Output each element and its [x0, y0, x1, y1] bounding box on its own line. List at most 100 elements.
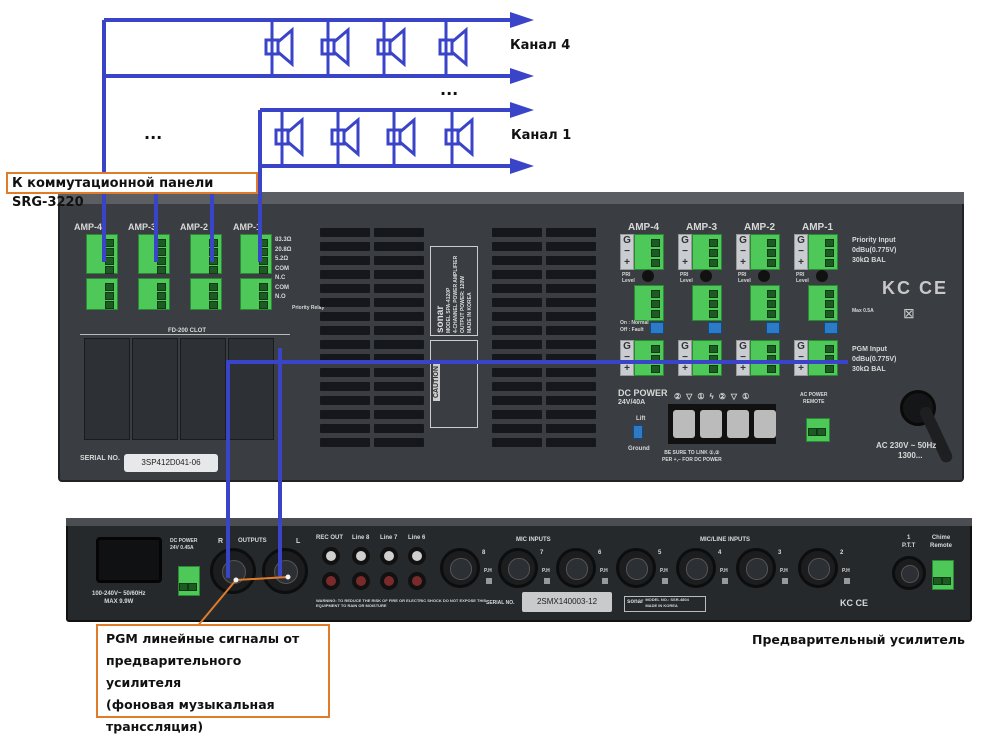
- pri-level-knob[interactable]: [816, 270, 828, 282]
- vent-slot: [374, 424, 424, 433]
- xlr-pin-right: [233, 577, 239, 583]
- channels-ellipsis-left: ...: [144, 124, 163, 143]
- relay-terminal-amp4[interactable]: [86, 278, 118, 310]
- priority-input-terminal[interactable]: [808, 234, 838, 270]
- pgm-input-terminal[interactable]: [808, 340, 838, 376]
- pri-level-knob[interactable]: [700, 270, 712, 282]
- bus-arrow-1: [510, 68, 534, 84]
- fd-slot-cover-2: [132, 338, 178, 440]
- rca-jack-white[interactable]: [408, 547, 426, 565]
- rca-jack-red[interactable]: [322, 572, 340, 590]
- mic-line-input-xlr[interactable]: [676, 548, 716, 588]
- priority-input-terminal[interactable]: [750, 234, 780, 270]
- rca-jack-white[interactable]: [352, 547, 370, 565]
- priority-input-terminal[interactable]: [692, 234, 722, 270]
- priority-input-spec: Priority Input 0dBu(0.775V) 30kΩ BAL: [852, 237, 897, 264]
- serial-number-plate: 3SP412D041-06: [124, 454, 218, 472]
- output-terminal[interactable]: [750, 285, 780, 321]
- pgm-input-terminal[interactable]: [750, 340, 780, 376]
- switching-panel-label: К коммутационной панели SRG-3220: [6, 172, 258, 210]
- speaker-icon: [376, 20, 406, 76]
- vent-slot: [374, 382, 424, 391]
- vent-slot: [546, 396, 596, 405]
- left-amp4-label: AMP-4: [74, 222, 103, 232]
- weee-bin-icon: ⊠: [903, 305, 915, 321]
- pgm-leader-line: [235, 576, 289, 581]
- fault-dip-switch[interactable]: [650, 322, 664, 334]
- vent-slot: [374, 284, 424, 293]
- ground-label: Ground: [628, 446, 650, 452]
- ground-lift-switch[interactable]: [633, 425, 643, 439]
- vent-slot: [546, 354, 596, 363]
- rca-jack-red[interactable]: [352, 572, 370, 590]
- priority-input-terminal[interactable]: [634, 234, 664, 270]
- bus-arrow-3: [510, 158, 534, 174]
- output-terminal[interactable]: [808, 285, 838, 321]
- chime-remote-terminal[interactable]: [932, 560, 954, 590]
- kc-ce-marks: KC CE: [882, 278, 949, 298]
- xlr-pin-left: [285, 574, 291, 580]
- rca-jack-red[interactable]: [380, 572, 398, 590]
- speaker-icon: [320, 20, 350, 76]
- pri-level-knob[interactable]: [642, 270, 654, 282]
- vent-slot: [546, 438, 596, 447]
- dc-screw-terminal-4[interactable]: [754, 410, 776, 438]
- pgm-input-terminal[interactable]: [692, 340, 722, 376]
- xlr-output-left[interactable]: [262, 548, 308, 594]
- fault-dip-switch[interactable]: [708, 322, 722, 334]
- relay-terminal-amp1[interactable]: [240, 278, 272, 310]
- relay-terminal-amp3[interactable]: [138, 278, 170, 310]
- vent-slot: [374, 354, 424, 363]
- mic-line-input-xlr[interactable]: [616, 548, 656, 588]
- vent-slot: [492, 228, 542, 237]
- phantom-led: [486, 578, 492, 584]
- dc-screw-terminal-1[interactable]: [673, 410, 695, 438]
- pgm-input-spec: PGM Input 0dBu(0.775V) 30kΩ BAL: [852, 346, 897, 373]
- rca-jack-red[interactable]: [408, 572, 426, 590]
- output-terminal[interactable]: [692, 285, 722, 321]
- pri-level-knob[interactable]: [758, 270, 770, 282]
- ground-marker-block: G−+: [794, 340, 808, 376]
- dc-screw-terminal-3[interactable]: [727, 410, 749, 438]
- mic-line-input-xlr[interactable]: [798, 548, 838, 588]
- iec-power-inlet[interactable]: [96, 537, 162, 583]
- rca-jack-white[interactable]: [322, 547, 340, 565]
- line7-label: Line 7: [380, 535, 398, 541]
- preamp-dc-terminal[interactable]: [178, 566, 200, 596]
- left-amp1-label: AMP-1: [233, 222, 262, 232]
- speaker-terminal-amp1[interactable]: [240, 234, 272, 274]
- fault-dip-switch[interactable]: [766, 322, 780, 334]
- line6-label: Line 6: [408, 535, 426, 541]
- vent-slot: [546, 228, 596, 237]
- vent-slot: [546, 410, 596, 419]
- output-terminal[interactable]: [634, 285, 664, 321]
- vent-slot: [492, 284, 542, 293]
- dc-screw-terminal-2[interactable]: [700, 410, 722, 438]
- input-number: 5: [658, 550, 662, 556]
- dc-power-label: DC POWER 24V/40A: [618, 388, 668, 406]
- ac-remote-terminal[interactable]: [806, 418, 830, 442]
- mic-input-xlr[interactable]: [556, 548, 596, 588]
- phantom-label: P.H: [542, 568, 550, 574]
- vent-slot: [492, 242, 542, 251]
- vent-slot: [492, 298, 542, 307]
- ptt-din-connector[interactable]: [892, 556, 926, 590]
- rca-jack-white[interactable]: [380, 547, 398, 565]
- phantom-label: P.H: [720, 568, 728, 574]
- mic-input-xlr[interactable]: [498, 548, 538, 588]
- vent-slot: [320, 312, 370, 321]
- vent-slot: [374, 242, 424, 251]
- mic-line-input-xlr[interactable]: [736, 548, 776, 588]
- vent-slot: [546, 326, 596, 335]
- vent-slot: [374, 368, 424, 377]
- preamp-dc-power-label: DC POWER 24V 0.45A: [170, 538, 198, 551]
- mic-input-xlr[interactable]: [440, 548, 480, 588]
- relay-terminal-amp2[interactable]: [190, 278, 222, 310]
- vent-slot: [546, 284, 596, 293]
- speaker-icon: [330, 110, 360, 166]
- vent-slot: [492, 396, 542, 405]
- vent-slot: [320, 438, 370, 447]
- fault-dip-switch[interactable]: [824, 322, 838, 334]
